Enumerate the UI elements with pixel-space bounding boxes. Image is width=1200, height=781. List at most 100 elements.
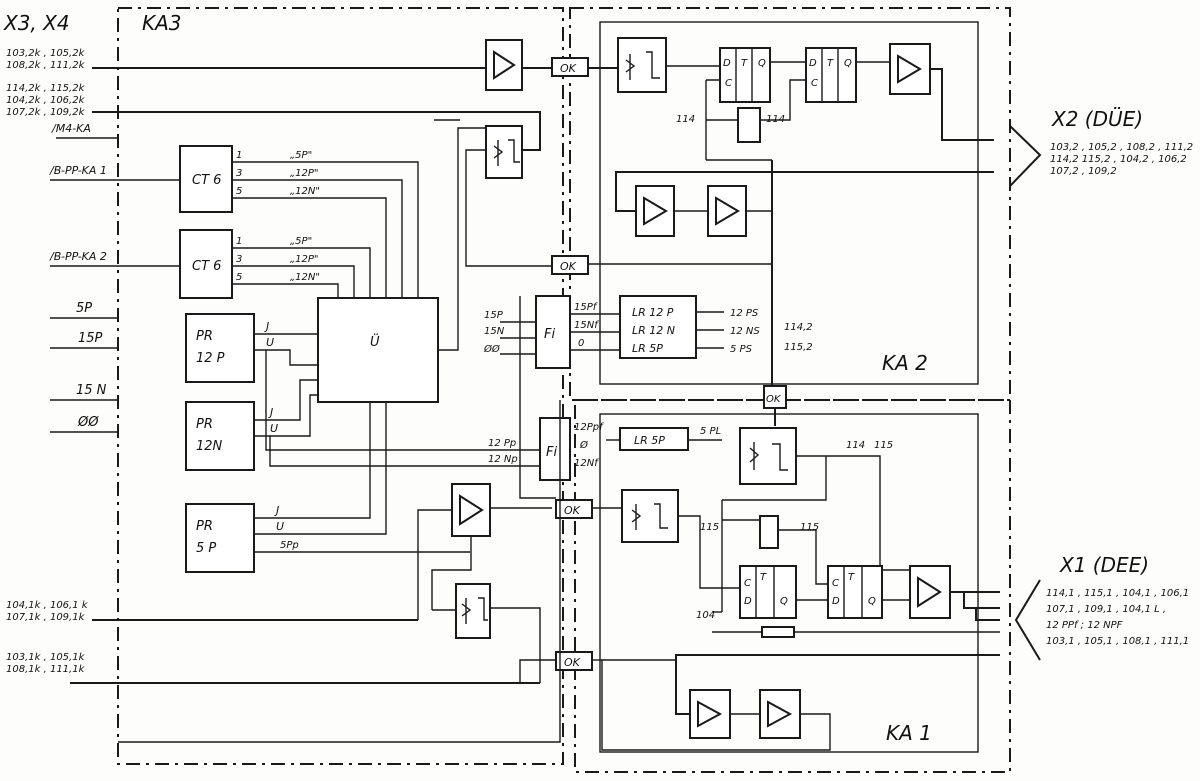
svg-text:15Pf: 15Pf — [574, 302, 598, 313]
m4ka-label: /M4-KA — [51, 122, 91, 135]
u-out-wire — [438, 127, 486, 351]
svg-text:5 PS: 5 PS — [730, 344, 753, 355]
svg-text:5: 5 — [236, 272, 242, 283]
svg-text:3: 3 — [236, 254, 242, 265]
svg-text:1: 1 — [236, 150, 242, 161]
svg-text:C: C — [832, 578, 839, 589]
svg-text:114: 114 — [846, 440, 865, 451]
svg-text:OK: OK — [766, 394, 782, 405]
svg-text:Q: Q — [758, 58, 766, 69]
svg-text:C: C — [725, 78, 732, 89]
n15-label: 15 N — [76, 383, 107, 398]
svg-text:Fi: Fi — [544, 327, 555, 342]
svg-text:12Ppf: 12Ppf — [574, 422, 604, 433]
svg-text:OK: OK — [560, 62, 577, 75]
svg-text:1: 1 — [236, 236, 242, 247]
x3x4-g2-l3: 107,2k , 109,2k — [6, 107, 86, 118]
left-inputs: /M4-KA /B-PP-KA 1 /B-PP-KA 2 5P 15P 15 N… — [49, 67, 540, 684]
x2-pins-3: 107,2 , 109,2 — [1050, 166, 1117, 177]
ka1-out-amp — [909, 565, 1000, 621]
p5-label: 5P — [76, 301, 92, 316]
x3x4-g3-l2: 107,1k , 109,1k — [6, 612, 86, 623]
svg-text:114: 114 — [676, 114, 695, 125]
ka2-label: KA 2 — [882, 351, 928, 375]
ka1-schmitt-top: 114 115 — [722, 427, 910, 571]
x3x4-g2-l2: 104,2k , 106,2k — [6, 95, 86, 106]
s104-label: 104 — [696, 610, 715, 621]
svg-text:J: J — [274, 504, 279, 517]
svg-text:12Nf: 12Nf — [574, 458, 599, 469]
x3x4-g1-l2: 108,2k , 111,2k — [6, 60, 86, 71]
svg-text:3: 3 — [236, 168, 242, 179]
ka2-out-amp — [889, 43, 994, 141]
x3x4-g3-l1: 104,1k , 106,1 k — [6, 600, 89, 611]
resistor — [761, 626, 795, 638]
x3x4-g2-l1: 114,2k , 115,2k — [6, 83, 86, 94]
schmitt-ka3-top — [118, 111, 552, 267]
fi-bot-in-1: 12 Pp — [488, 438, 516, 449]
ka2-inner — [599, 21, 979, 385]
x3x4-g1-l1: 103,2k , 105,2k — [6, 48, 86, 59]
svg-text:J: J — [264, 320, 269, 333]
svg-text:PR: PR — [196, 329, 213, 344]
x2-pins-2: 114,2 115,2 , 104,2 , 106,2 — [1050, 154, 1187, 165]
ka3-schmitt-bot — [432, 583, 541, 683]
svg-text:5 PL: 5 PL — [700, 426, 721, 437]
svg-text:Q: Q — [868, 596, 876, 607]
svg-text:D: D — [809, 58, 817, 69]
svg-text:D: D — [832, 596, 840, 607]
ka3-region — [117, 7, 564, 765]
svg-text:J: J — [268, 406, 273, 419]
svg-text:15P: 15P — [484, 310, 504, 321]
svg-text:CT 6: CT 6 — [192, 173, 221, 188]
svg-text:PR: PR — [196, 417, 213, 432]
pr-12n-block: PR 12N J U — [185, 379, 540, 471]
svg-text:D: D — [744, 596, 752, 607]
x2-pins-1: 103,2 , 105,2 , 108,2 , 111,2 — [1050, 142, 1193, 153]
svg-text:U: U — [270, 422, 278, 435]
ka2-rx-amps — [615, 159, 994, 386]
svg-text:LR 12 N: LR 12 N — [632, 324, 675, 337]
x1-pins-2: 107,1 , 109,1 , 104,1 L , — [1046, 604, 1166, 615]
x3x4-title: X3, X4 — [3, 11, 70, 35]
x1-pins-3: 12 PPf ; 12 NPF — [1046, 620, 1123, 631]
svg-text:OK: OK — [564, 656, 581, 669]
x2-bracket — [1009, 125, 1042, 187]
svg-text:Ø: Ø — [579, 439, 589, 451]
svg-text:„12N": „12N" — [290, 272, 320, 283]
svg-text:„12P": „12P" — [290, 254, 319, 265]
svg-text:C: C — [811, 78, 818, 89]
bppka2-label: /B-PP-KA 2 — [49, 250, 107, 263]
ct6-block-2: CT 6 1 3 5 „5P" „12P" „12N" — [179, 229, 371, 299]
pr-12p-block: PR 12 P J U — [185, 313, 540, 451]
svg-text:15N: 15N — [484, 326, 505, 337]
svg-text:12 NS: 12 NS — [730, 326, 760, 337]
svg-text:OK: OK — [564, 504, 581, 517]
ka1-rx-amps — [601, 654, 1000, 751]
svg-text:Q: Q — [780, 596, 788, 607]
x2-title: X2 (DÜE) — [1051, 107, 1143, 131]
svg-text:„12P": „12P" — [290, 168, 319, 179]
fi-top-block: Fi 15P 15N ØØ 15Pf 15Nf 0 — [483, 295, 620, 369]
svg-text:0: 0 — [578, 338, 584, 349]
svg-text:U: U — [266, 336, 274, 349]
svg-text:D: D — [723, 58, 731, 69]
x3x4-g4-l2: 108,1k , 111,1k — [6, 664, 86, 675]
s1142-label: 114,2 — [784, 322, 813, 333]
x1-title: X1 (DEE) — [1059, 553, 1149, 577]
svg-text:ØØ: ØØ — [483, 343, 501, 355]
svg-text:OK: OK — [560, 260, 577, 273]
ok-bot-2: OK — [519, 651, 602, 683]
ka2-ff1: D C T Q — [719, 47, 806, 103]
u-label: Ü — [370, 333, 380, 350]
svg-text:12N: 12N — [196, 439, 223, 454]
pr-5p-block: PR 5 P J U 5Pp — [185, 402, 470, 573]
x1-bracket — [1014, 579, 1041, 661]
top-amp — [118, 39, 552, 91]
svg-text:12 PS: 12 PS — [730, 308, 759, 319]
svg-text:Q: Q — [844, 58, 852, 69]
x1-pins-1: 114,1 , 115,1 , 104,1 , 106,1 — [1046, 588, 1189, 599]
svg-text:115: 115 — [874, 440, 893, 451]
